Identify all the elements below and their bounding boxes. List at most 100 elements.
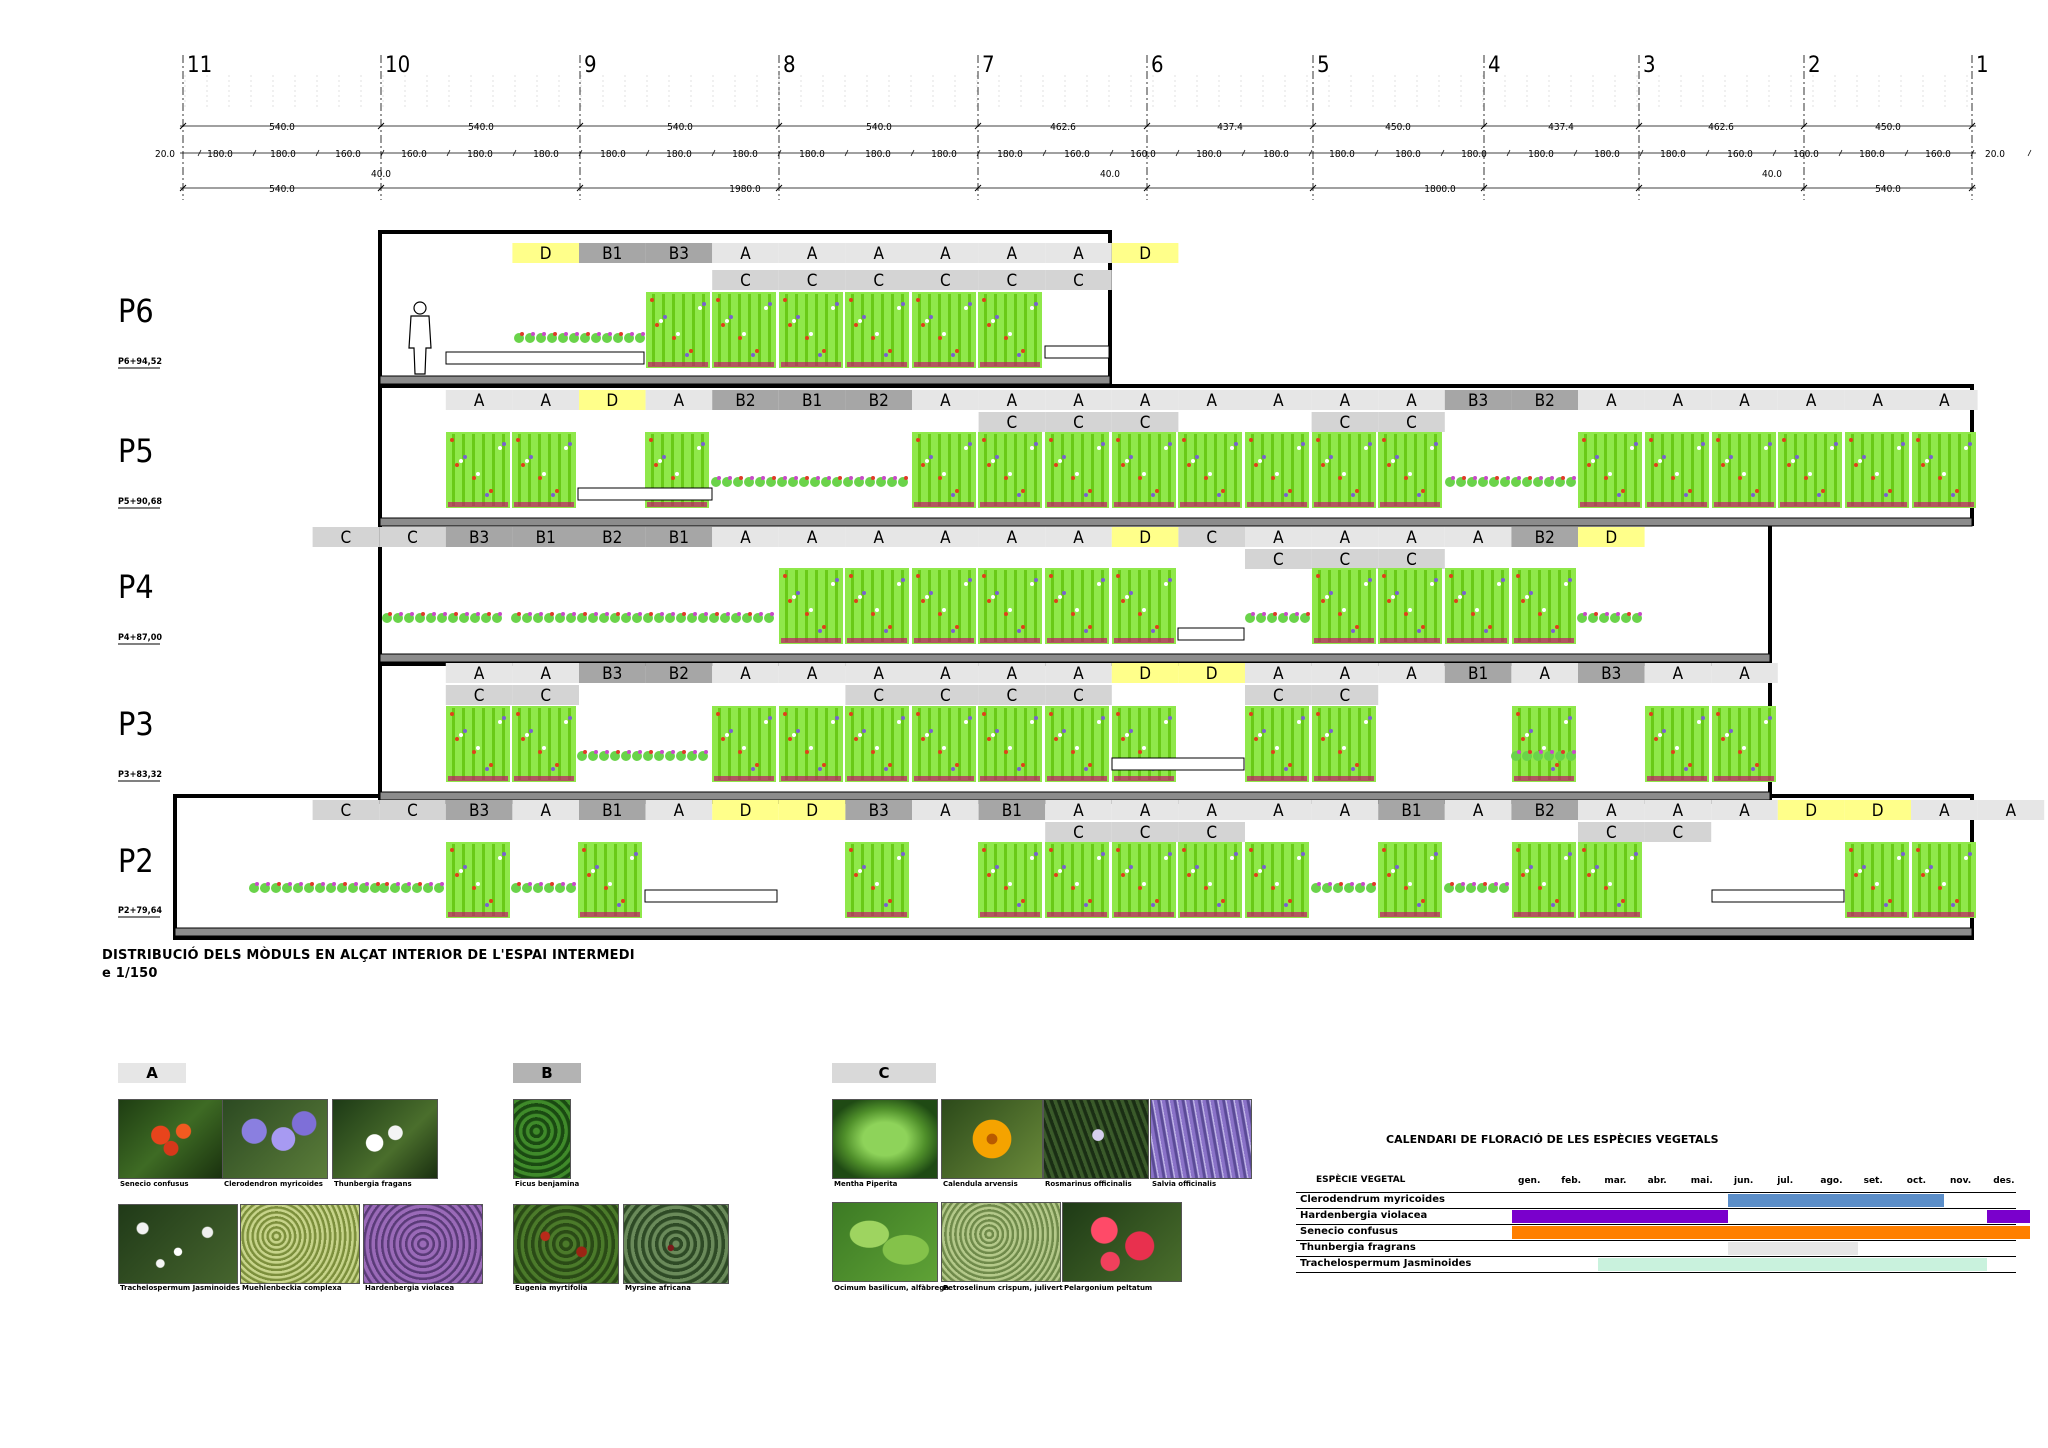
plant-flower [884, 353, 888, 357]
plant-stem [891, 708, 894, 780]
plant-stem [1814, 434, 1817, 506]
plant-flower [1129, 865, 1133, 869]
hedge-flower [531, 332, 535, 336]
plant-flower [1234, 852, 1238, 856]
plant-stem [634, 844, 637, 916]
hedge-flower [641, 332, 645, 336]
module-label: A [1206, 801, 1217, 821]
floor-slab [379, 517, 1973, 527]
plant-flower [805, 612, 809, 616]
plant-flower [1858, 459, 1862, 463]
dim-tick [576, 122, 584, 130]
calendar-bar [1598, 1258, 1988, 1271]
plant-flower [1697, 446, 1701, 450]
plant-stem [861, 708, 864, 780]
plant-flower [1054, 737, 1058, 741]
plant-stem [1091, 434, 1094, 506]
plant-flower [662, 455, 666, 459]
plant-panel [1645, 432, 1709, 508]
plant-flower [871, 612, 875, 616]
plant-base [514, 776, 574, 781]
plant-flower [716, 298, 720, 302]
plant-flower [1351, 767, 1355, 771]
dimension-value: 437.4 [1548, 122, 1574, 133]
plant-stem [928, 570, 931, 642]
plant-flower [951, 353, 955, 357]
plant-stem [1538, 570, 1541, 642]
plant-stem [558, 708, 561, 780]
plant-stem [805, 708, 808, 780]
plant-stem [1081, 844, 1084, 916]
plant-flower [1058, 459, 1062, 463]
module-cell [1644, 663, 1712, 683]
plant-flower [489, 489, 493, 493]
plant-flower [1021, 763, 1025, 767]
plant-base [980, 502, 1040, 507]
photo-salvia [1150, 1099, 1252, 1179]
plant-flower [818, 353, 822, 357]
module-cell [1644, 800, 1712, 820]
plant-flower [1654, 737, 1658, 741]
plant-flower [1191, 869, 1195, 873]
figure-head [413, 301, 427, 315]
plant-flower [1364, 446, 1368, 450]
hedge-flower [354, 882, 358, 886]
plant-stem [1671, 708, 1674, 780]
plant-flower [1684, 493, 1688, 497]
module-label: C [407, 528, 418, 548]
module-label: A [1739, 801, 1750, 821]
plant-flower [1471, 612, 1475, 616]
plant-flower [1916, 438, 1920, 442]
caption-ficus: Ficus benjamina [515, 1180, 580, 1188]
plant-flower [1182, 438, 1186, 442]
plant-flower [916, 298, 920, 302]
plant-stem [1568, 708, 1571, 780]
dim-tick [1480, 184, 1488, 192]
plant-flower [1271, 476, 1275, 480]
module-label: B3 [1468, 391, 1488, 411]
photo-mentha [832, 1099, 938, 1179]
hedge-flower [761, 476, 765, 480]
plant-flower [964, 720, 968, 724]
plant-stem [1301, 708, 1304, 780]
plant-flower [796, 591, 800, 595]
plant-base [1914, 502, 1974, 507]
plant-flower [1516, 848, 1520, 852]
plant-flower [1621, 489, 1625, 493]
calendar-species: Senecio confusus [1300, 1226, 1399, 1237]
plant-panel [779, 292, 843, 368]
plant-flower [1342, 746, 1346, 750]
plant-base [1180, 502, 1240, 507]
plant-stem [1958, 844, 1961, 916]
plant-flower [1595, 455, 1599, 459]
calendar-month: abr. [1647, 1176, 1667, 1186]
plant-stem [928, 434, 931, 506]
plant-flower [897, 856, 901, 860]
plant-stem [492, 708, 495, 780]
floor-slab [379, 791, 1771, 801]
plant-stem [1034, 708, 1037, 780]
plant-flower [1458, 595, 1462, 599]
dim-tick [377, 122, 385, 130]
dimension-value: 180.0 [1660, 149, 1686, 160]
plant-flower [1142, 608, 1146, 612]
plant-flower [1884, 903, 1888, 907]
plan-caption-scale: e 1/150 [102, 966, 158, 981]
plant-flower [1630, 446, 1634, 450]
photo-trachelospermum [118, 1204, 238, 1284]
plant-panel [1378, 842, 1442, 918]
module-label: B2 [1535, 391, 1555, 411]
hedge-flower [715, 612, 719, 616]
plant-stem [1118, 708, 1121, 780]
plant-flower [875, 332, 879, 336]
dimension-value: 180.0 [732, 149, 758, 160]
plant-flower [1901, 852, 1905, 856]
plant-stem [984, 434, 987, 506]
plant-flower [925, 459, 929, 463]
floor-level: P2+79,64 [118, 906, 162, 916]
plant-flower [1329, 729, 1333, 733]
module-label: B1 [1401, 801, 1421, 821]
hedge-flower [1561, 750, 1565, 754]
module-label: D [1805, 801, 1817, 821]
plant-base [1314, 502, 1374, 507]
